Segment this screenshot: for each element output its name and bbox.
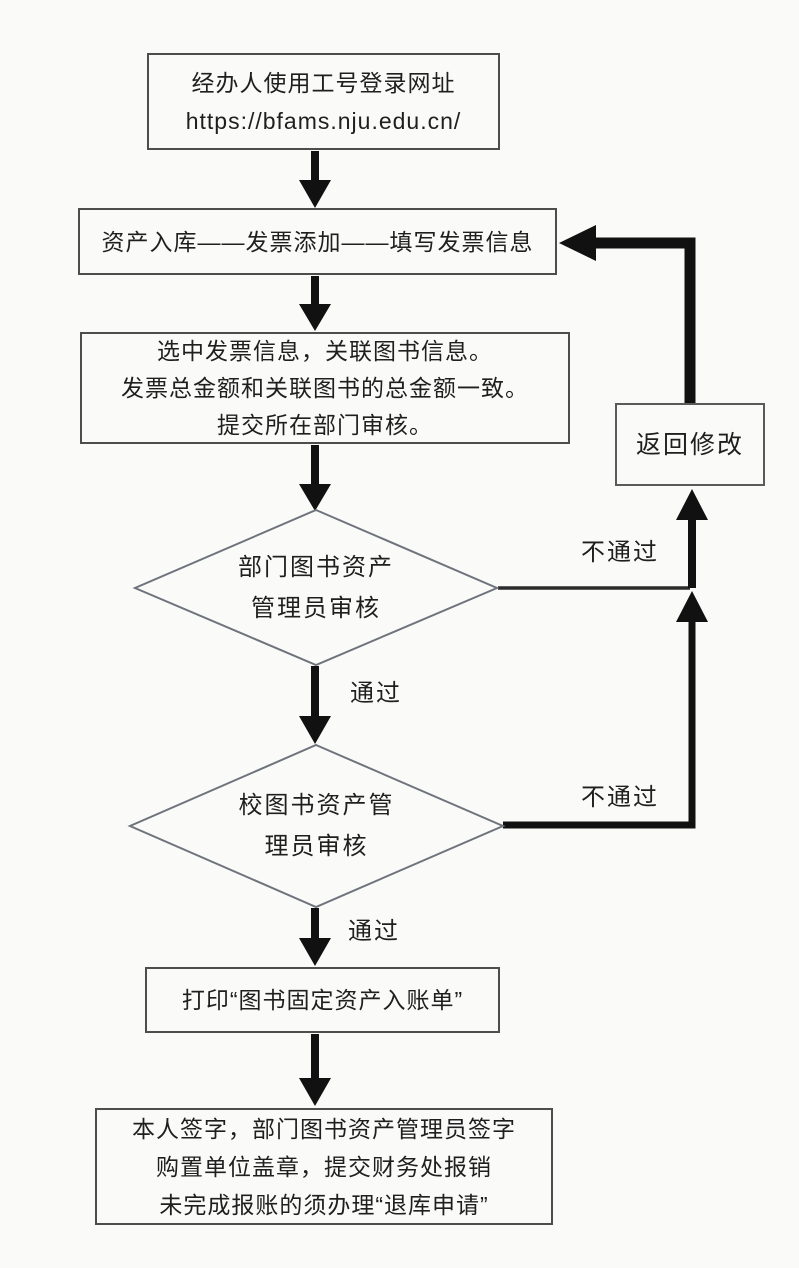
node-login: 经办人使用工号登录网址 https://bfams.nju.edu.cn/ (147, 53, 500, 150)
line-univ-fail (503, 620, 696, 829)
node-sign-line2: 购置单位盖章，提交财务处报销 (156, 1153, 492, 1180)
node-link-invoice-line1: 选中发票信息，关联图书信息。 (157, 337, 493, 364)
node-sign-line3: 未完成报账的须办理“退库申请” (159, 1191, 489, 1218)
node-link-invoice-line3: 提交所在部门审核。 (217, 411, 433, 438)
edge-label-pass-2: 通过 (348, 918, 400, 945)
arrowhead-into-return (676, 489, 708, 520)
decision-univ-review-line1: 校图书资产管 (238, 792, 395, 819)
node-sign: 本人签字，部门图书资产管理员签字 购置单位盖章，提交财务处报销 未完成报账的须办… (95, 1108, 553, 1225)
node-return-modify-label: 返回修改 (635, 430, 744, 459)
arrowhead-link-to-dept (299, 484, 331, 511)
node-link-invoice: 选中发票信息，关联图书信息。 发票总金额和关联图书的总金额一致。 提交所在部门审… (80, 332, 570, 444)
node-print-label: 打印“图书固定资产入账单” (181, 987, 464, 1013)
node-link-invoice-line2: 发票总金额和关联图书的总金额一致。 (121, 374, 529, 401)
decision-univ-review-line2: 理员审核 (264, 833, 369, 860)
arrowhead-invoice-to-link (299, 304, 331, 331)
diamond-univ-review (127, 743, 506, 909)
arrowhead-dept-to-univ (299, 716, 331, 744)
arrowhead-return-to-invoice (559, 225, 596, 261)
arrowhead-univ-to-print (299, 938, 331, 966)
arrowhead-login-to-invoice (299, 180, 331, 208)
node-return-modify: 返回修改 (615, 403, 765, 486)
node-invoice-add: 资产入库——发票添加——填写发票信息 (78, 208, 557, 275)
decision-dept-review-line2: 管理员审核 (251, 594, 381, 622)
node-login-url: https://bfams.nju.edu.cn/ (185, 107, 462, 134)
decision-dept-review: 部门图书资产 管理员审核 (135, 510, 497, 665)
edge-label-pass-1: 通过 (350, 680, 402, 707)
arrowhead-univ-fail-junction (676, 591, 708, 622)
diamond-dept-review (132, 508, 500, 667)
node-print: 打印“图书固定资产入账单” (145, 967, 500, 1033)
node-sign-line1: 本人签字，部门图书资产管理员签字 (132, 1115, 516, 1142)
edge-label-fail-2: 不通过 (581, 784, 659, 811)
node-login-line1: 经办人使用工号登录网址 (191, 69, 456, 96)
node-invoice-add-label: 资产入库——发票添加——填写发票信息 (101, 228, 534, 255)
line-return-to-invoice (594, 237, 696, 404)
edge-label-fail-1: 不通过 (581, 539, 659, 566)
arrowhead-print-to-sign (299, 1078, 331, 1106)
decision-univ-review: 校图书资产管 理员审核 (130, 745, 503, 907)
decision-dept-review-line1: 部门图书资产 (238, 553, 394, 581)
